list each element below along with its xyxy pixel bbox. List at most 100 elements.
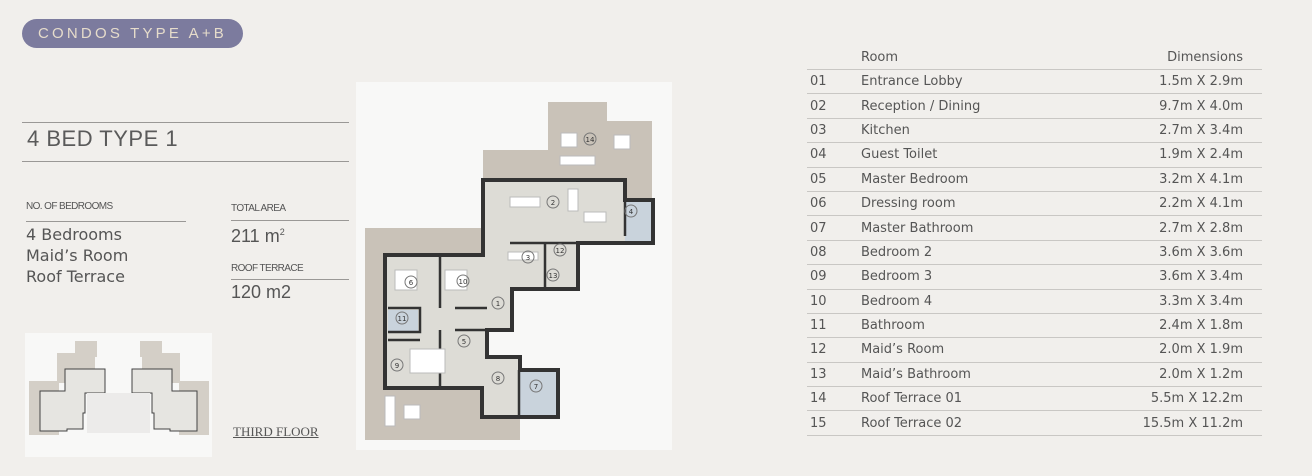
divider	[22, 122, 349, 123]
key-plan-drawing	[29, 341, 209, 435]
total-area-value: 211 m2	[231, 226, 285, 247]
total-area-unit-sup: 2	[279, 227, 285, 237]
apartment-interior	[383, 178, 655, 419]
room-dimensions: 2.4m X 1.8m	[1062, 312, 1262, 338]
room-dimensions: 2.0m X 1.9m	[1062, 337, 1262, 363]
bedrooms-label: NO. OF BEDROOMS	[26, 201, 113, 212]
divider	[231, 220, 349, 221]
room-label-5: 5	[462, 338, 466, 346]
bedrooms-line: Roof Terrace	[26, 267, 125, 286]
room-label-3: 3	[526, 254, 530, 262]
room-number: 07	[807, 215, 858, 241]
room-number: 02	[807, 93, 858, 119]
room-dimensions: 2.7m X 2.8m	[1062, 215, 1262, 241]
room-dimensions: 3.2m X 4.1m	[1062, 166, 1262, 192]
room-dimensions: 15.5m X 11.2m	[1062, 410, 1262, 436]
room-label-6: 6	[409, 279, 414, 287]
room-name: Master Bedroom	[858, 166, 1063, 192]
room-label-7: 7	[534, 383, 538, 391]
room-name: Maid’s Bathroom	[858, 361, 1063, 387]
room-dimensions: 5.5m X 12.2m	[1062, 386, 1262, 411]
room-name: Guest Toilet	[858, 142, 1063, 168]
room-name: Reception / Dining	[858, 93, 1063, 119]
room-dimensions: 2.2m X 4.1m	[1062, 190, 1262, 216]
room-name: Dressing room	[858, 190, 1063, 216]
room-label-1: 1	[496, 300, 500, 308]
header-number	[807, 46, 858, 70]
header-room: Room	[858, 46, 1063, 70]
room-name: Master Bathroom	[858, 215, 1063, 241]
room-number: 09	[807, 264, 858, 290]
room-name: Kitchen	[858, 117, 1063, 143]
room-name: Roof Terrace 02	[858, 410, 1063, 436]
room-name: Maid’s Room	[858, 337, 1063, 363]
bathroom-11	[388, 310, 418, 332]
floor-label: THIRD FLOOR	[233, 424, 319, 439]
total-area-number: 211 m	[231, 226, 280, 246]
roof-terrace-value: 120 m2	[231, 282, 292, 302]
room-label-10: 10	[459, 278, 468, 286]
guest-toilet	[625, 202, 651, 241]
key-plan	[25, 333, 212, 457]
room-number: 10	[807, 288, 858, 314]
room-label-4: 4	[629, 208, 634, 216]
room-dimensions: 3.3m X 3.4m	[1062, 288, 1262, 314]
room-label-8: 8	[496, 375, 500, 383]
room-number: 15	[807, 410, 858, 436]
master-bathroom	[519, 372, 556, 415]
room-number: 06	[807, 190, 858, 216]
room-label-12: 12	[556, 247, 565, 255]
room-dimensions: 2.7m X 3.4m	[1062, 117, 1262, 143]
roof-terrace-01	[483, 102, 652, 200]
floor-plan: 1 2 3 4 5 6 7 8 9 10 11 12 13 14	[356, 82, 672, 450]
room-number: 04	[807, 142, 858, 168]
bedrooms-line: Maid’s Room	[26, 246, 129, 265]
divider	[22, 161, 349, 162]
unit-title: 4 BED TYPE 1	[27, 126, 179, 151]
floor-plan-drawing: 1 2 3 4 5 6 7 8 9 10 11 12 13 14	[365, 102, 655, 440]
room-dimensions: 3.6m X 3.6m	[1062, 239, 1262, 265]
room-dimensions: 3.6m X 3.4m	[1062, 264, 1262, 290]
total-area-label: TOTAL AREA	[231, 203, 286, 214]
room-number-markers: 1 2 3 4 5 6 7 8 9 10 11 12 13 14	[390, 132, 638, 393]
room-label-9: 9	[395, 362, 399, 370]
room-name: Bedroom 2	[858, 239, 1063, 265]
room-number: 08	[807, 239, 858, 265]
room-name: Entrance Lobby	[858, 68, 1063, 94]
bedrooms-value: 4 Bedrooms Maid’s Room Roof Terrace	[26, 224, 128, 287]
divider	[26, 221, 186, 222]
room-label-13: 13	[549, 272, 558, 280]
room-number: 05	[807, 166, 858, 192]
room-dimensions: 2.0m X 1.2m	[1062, 361, 1262, 387]
room-number: 11	[807, 312, 858, 338]
room-name: Bathroom	[858, 312, 1063, 338]
table-header-row: Room Dimensions	[807, 46, 1262, 70]
divider	[231, 279, 349, 280]
room-name: Bedroom 4	[858, 288, 1063, 314]
room-number: 13	[807, 361, 858, 387]
header-dimensions: Dimensions	[1062, 46, 1262, 70]
furniture	[384, 132, 631, 427]
room-dimensions: 1.9m X 2.4m	[1062, 142, 1262, 168]
bedrooms-line: 4 Bedrooms	[26, 225, 122, 244]
room-label-14: 14	[586, 136, 595, 144]
room-label-2: 2	[551, 199, 555, 207]
room-name: Roof Terrace 01	[858, 386, 1063, 411]
condos-type-badge: CONDOS TYPE A+B	[22, 19, 243, 48]
room-number: 12	[807, 337, 858, 363]
room-dimensions: 1.5m X 2.9m	[1062, 68, 1262, 94]
